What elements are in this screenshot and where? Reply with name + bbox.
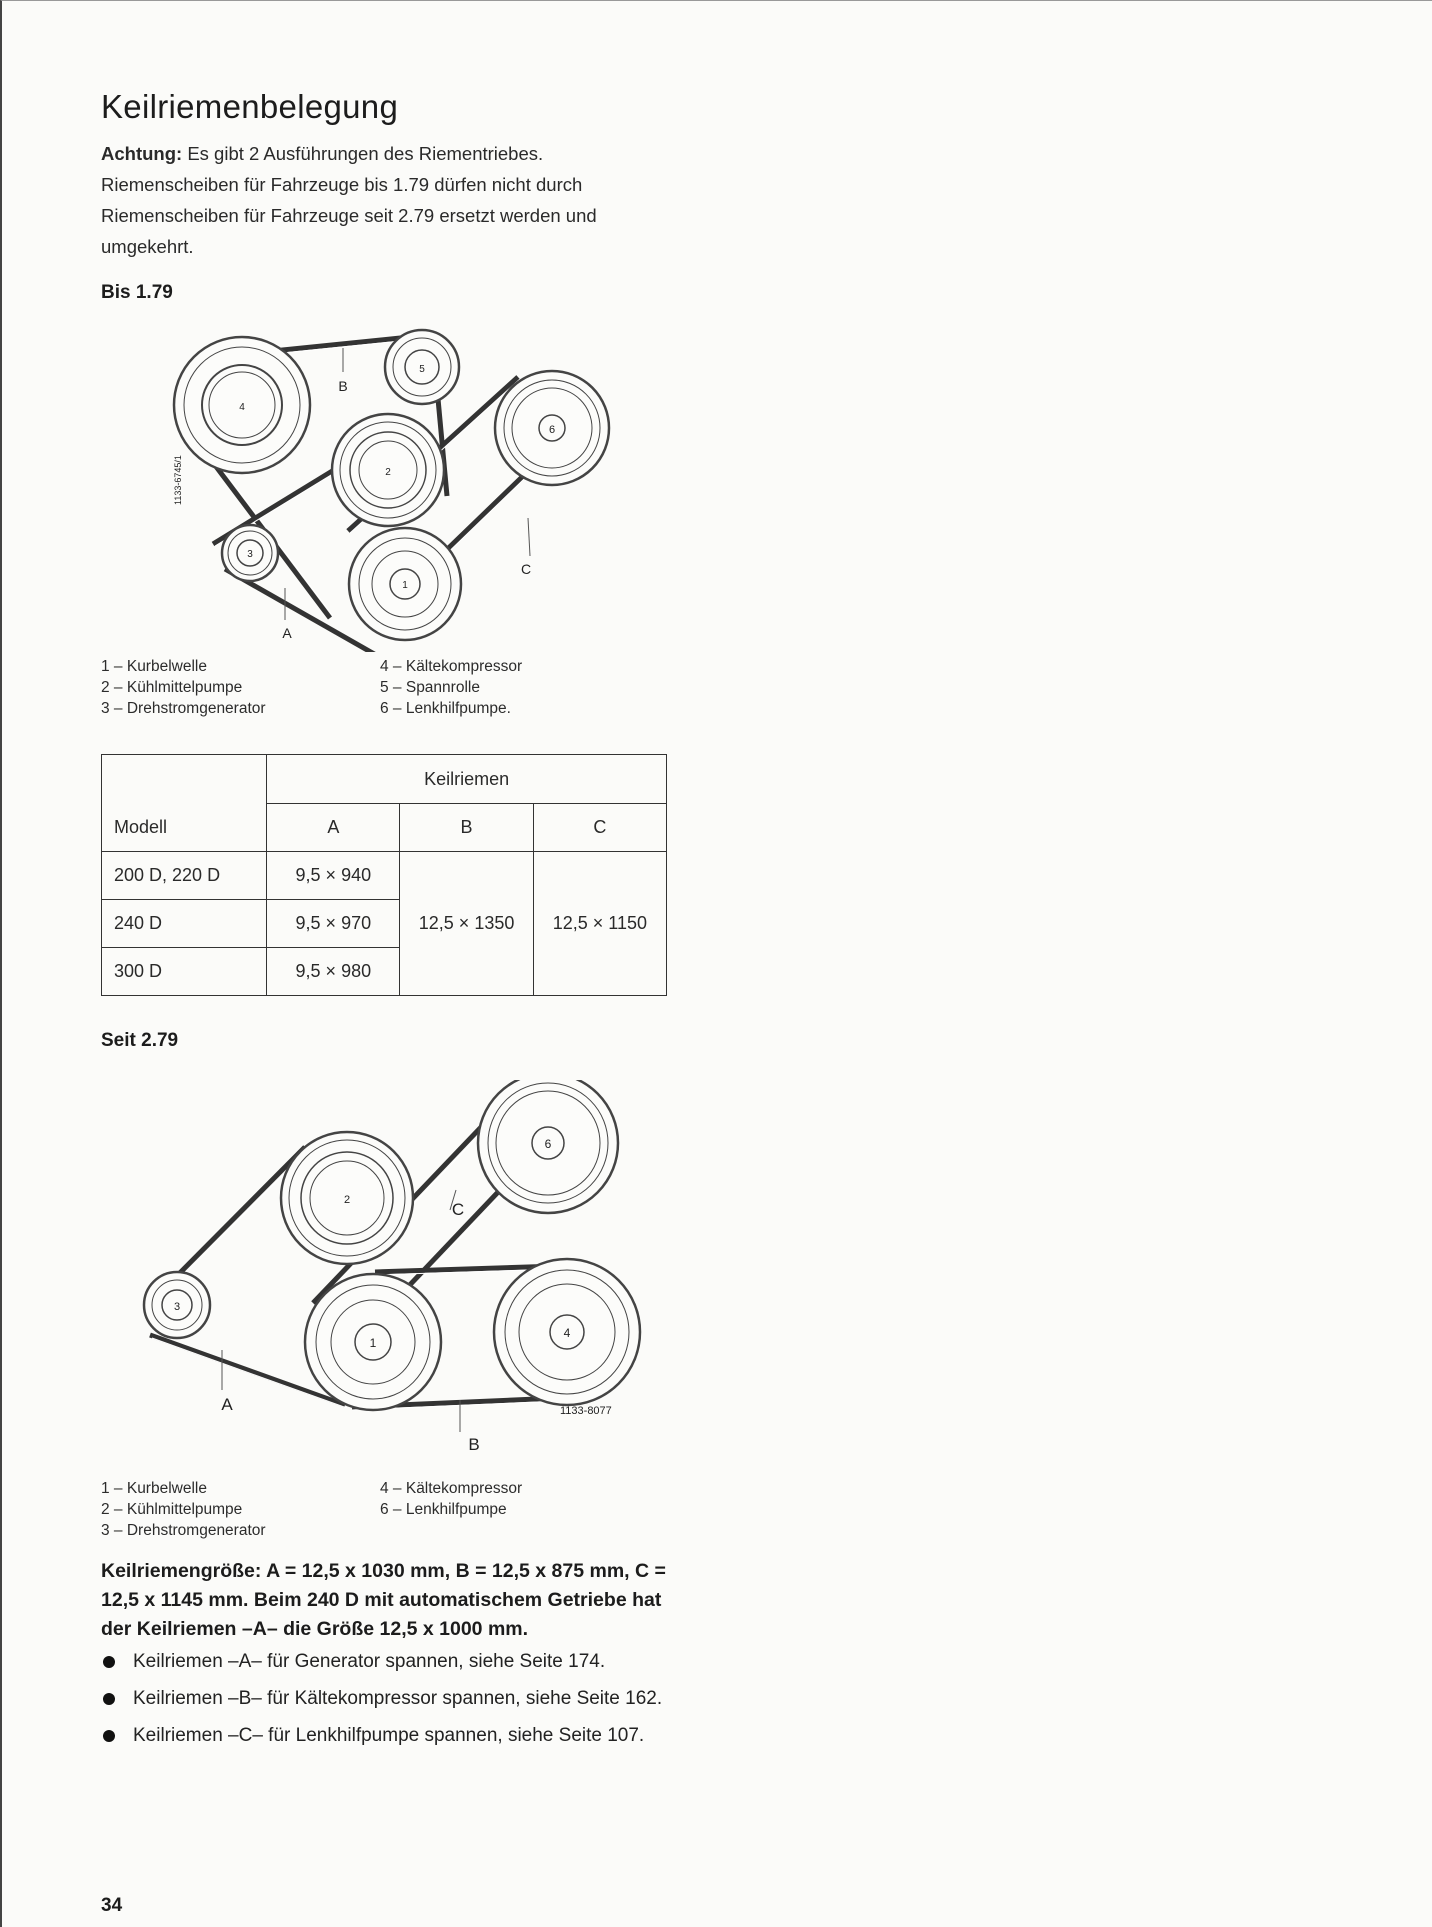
legend-item: 1 – Kurbelwelle [101, 1480, 207, 1497]
list-item: Keilriemen –C– für Lenkhilfpumpe spannen… [101, 1724, 681, 1747]
belt-diagram-new: 6 2 3 4 1 C A B 1133-8077 [142, 1080, 642, 1454]
pulley-3-label: 3 [174, 1301, 180, 1313]
table-cell-b: 12,5 × 1350 [399, 851, 534, 996]
pulley-3 [220, 523, 280, 583]
table-row: 300 D 9,5 × 980 [100, 947, 667, 996]
pulley-5-label: 5 [419, 364, 425, 375]
pulley-6 [493, 369, 611, 487]
pulley-4 [492, 1257, 642, 1407]
table-group-header: Keilriemen [266, 754, 667, 804]
list-item: Keilriemen –A– für Generator spannen, si… [101, 1650, 681, 1673]
legend-item: 1 – Kurbelwelle [101, 658, 207, 675]
pulley-2 [330, 412, 446, 528]
table-header-b: B [399, 803, 534, 852]
intro-paragraph: Achtung: Es gibt 2 Ausführungen des Riem… [101, 138, 669, 262]
table-cell-model: 240 D [100, 899, 268, 948]
section-label-new: Seit 2.79 [101, 1030, 179, 1051]
figure-code-new: 1133-8077 [560, 1405, 612, 1417]
page-title: Keilriemenbelegung [101, 88, 399, 125]
pulley-5 [383, 328, 461, 406]
legend-item: 4 – Kältekompressor [380, 658, 523, 675]
table-corner [100, 754, 268, 804]
pulley-1 [347, 526, 463, 642]
legend-item: 4 – Kältekompressor [380, 1480, 523, 1497]
legend-item: 6 – Lenkhilfpumpe. [380, 700, 511, 717]
legend-new-left: 1 – Kurbelwelle 2 – Kühlmittelpumpe 3 – … [101, 1478, 266, 1541]
pulley-1-label: 1 [402, 580, 408, 591]
bullet-icon [103, 1656, 115, 1668]
legend-old-left: 1 – Kurbelwelle 2 – Kühlmittelpumpe 3 – … [101, 656, 266, 719]
pulley-1-label: 1 [370, 1336, 377, 1350]
table-cell-a: 9,5 × 980 [266, 947, 401, 996]
intro-text: Es gibt 2 Ausführungen des Riementriebes… [101, 143, 597, 257]
list-item-text: Keilriemen –B– für Kältekompressor spann… [133, 1688, 663, 1709]
pulley-6 [476, 1080, 620, 1215]
intro-label: Achtung: [101, 143, 183, 164]
pulley-6-label: 6 [549, 424, 555, 436]
table-cell-model: 200 D, 220 D [100, 851, 268, 900]
page-number: 34 [101, 1895, 123, 1916]
pulley-3 [142, 1270, 212, 1340]
belt-a-label: A [221, 1395, 233, 1414]
belt-c-label: C [521, 561, 531, 577]
pulley-4 [172, 335, 312, 475]
table-cell-model: 300 D [100, 947, 268, 996]
figure-code-old: 1133-6745/1 [173, 455, 183, 505]
list-item: Keilriemen –B– für Kältekompressor spann… [101, 1687, 681, 1710]
instruction-list: Keilriemen –A– für Generator spannen, si… [101, 1650, 681, 1761]
legend-new-right: 4 – Kältekompressor 6 – Lenkhilfpumpe [380, 1478, 522, 1520]
pulley-2-label: 2 [385, 467, 391, 478]
belt-diagram-old: 4 5 6 2 3 1 B A C 1133-6745/1 [172, 328, 611, 652]
belt-c-label: C [452, 1200, 464, 1219]
pulley-6-label: 6 [545, 1137, 552, 1151]
legend-item: 3 – Drehstromgenerator [101, 700, 266, 717]
bullet-icon [103, 1730, 115, 1742]
list-item-text: Keilriemen –A– für Generator spannen, si… [133, 1651, 606, 1672]
legend-item: 2 – Kühlmittelpumpe [101, 679, 243, 696]
legend-item: 6 – Lenkhilfpumpe [380, 1501, 507, 1518]
table-cell-c: 12,5 × 1150 [532, 851, 668, 996]
legend-item: 5 – Spannrolle [380, 679, 480, 696]
table-cell-a: 9,5 × 940 [266, 851, 401, 900]
belt-b-label: B [468, 1435, 479, 1454]
table-row: 240 D 9,5 × 970 [100, 899, 667, 948]
pulley-2-label: 2 [344, 1194, 350, 1206]
legend-old-right: 4 – Kältekompressor 5 – Spannrolle 6 – L… [380, 656, 522, 719]
table-header-c: C [532, 803, 668, 852]
pulley-4-label: 4 [239, 402, 245, 413]
table-header-model: Modell [100, 803, 268, 852]
belt-sizes-paragraph: Keilriemengröße: A = 12,5 x 1030 mm, B =… [101, 1560, 666, 1640]
belt-a-label: A [282, 625, 292, 641]
list-item-text: Keilriemen –C– für Lenkhilfpumpe spannen… [133, 1725, 645, 1746]
legend-item: 3 – Drehstromgenerator [101, 1522, 266, 1539]
pulley-4-label: 4 [564, 1326, 571, 1340]
pulley-3-label: 3 [247, 549, 253, 560]
section-label-old: Bis 1.79 [101, 282, 173, 303]
table-cell-a: 9,5 × 970 [266, 899, 401, 948]
legend-item: 2 – Kühlmittelpumpe [101, 1501, 243, 1518]
pulley-2 [279, 1130, 415, 1266]
belt-size-table: Keilriemen Modell A B C 200 D, 220 D 9,5… [100, 754, 668, 996]
bullet-icon [103, 1693, 115, 1705]
belt-b-label: B [338, 378, 347, 394]
table-row: 200 D, 220 D 9,5 × 940 12,5 × 1350 12,5 … [100, 851, 668, 996]
table-header-a: A [266, 803, 401, 852]
pulley-1 [303, 1272, 443, 1412]
